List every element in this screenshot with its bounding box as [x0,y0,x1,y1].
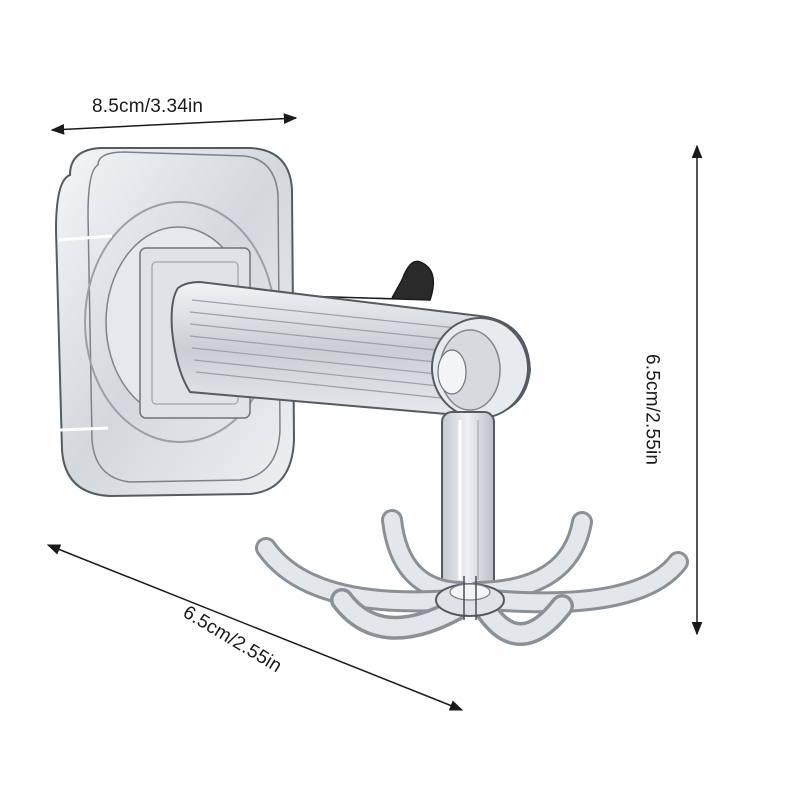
height-label: 6.5cm/2.55in [641,354,663,466]
hook-hub [435,576,505,620]
vertical-stem [441,411,495,593]
width-label: 8.5cm/3.34in [92,96,204,117]
width-arrow [50,113,298,135]
horizontal-arm [170,260,532,419]
depth-arrow [46,544,464,711]
